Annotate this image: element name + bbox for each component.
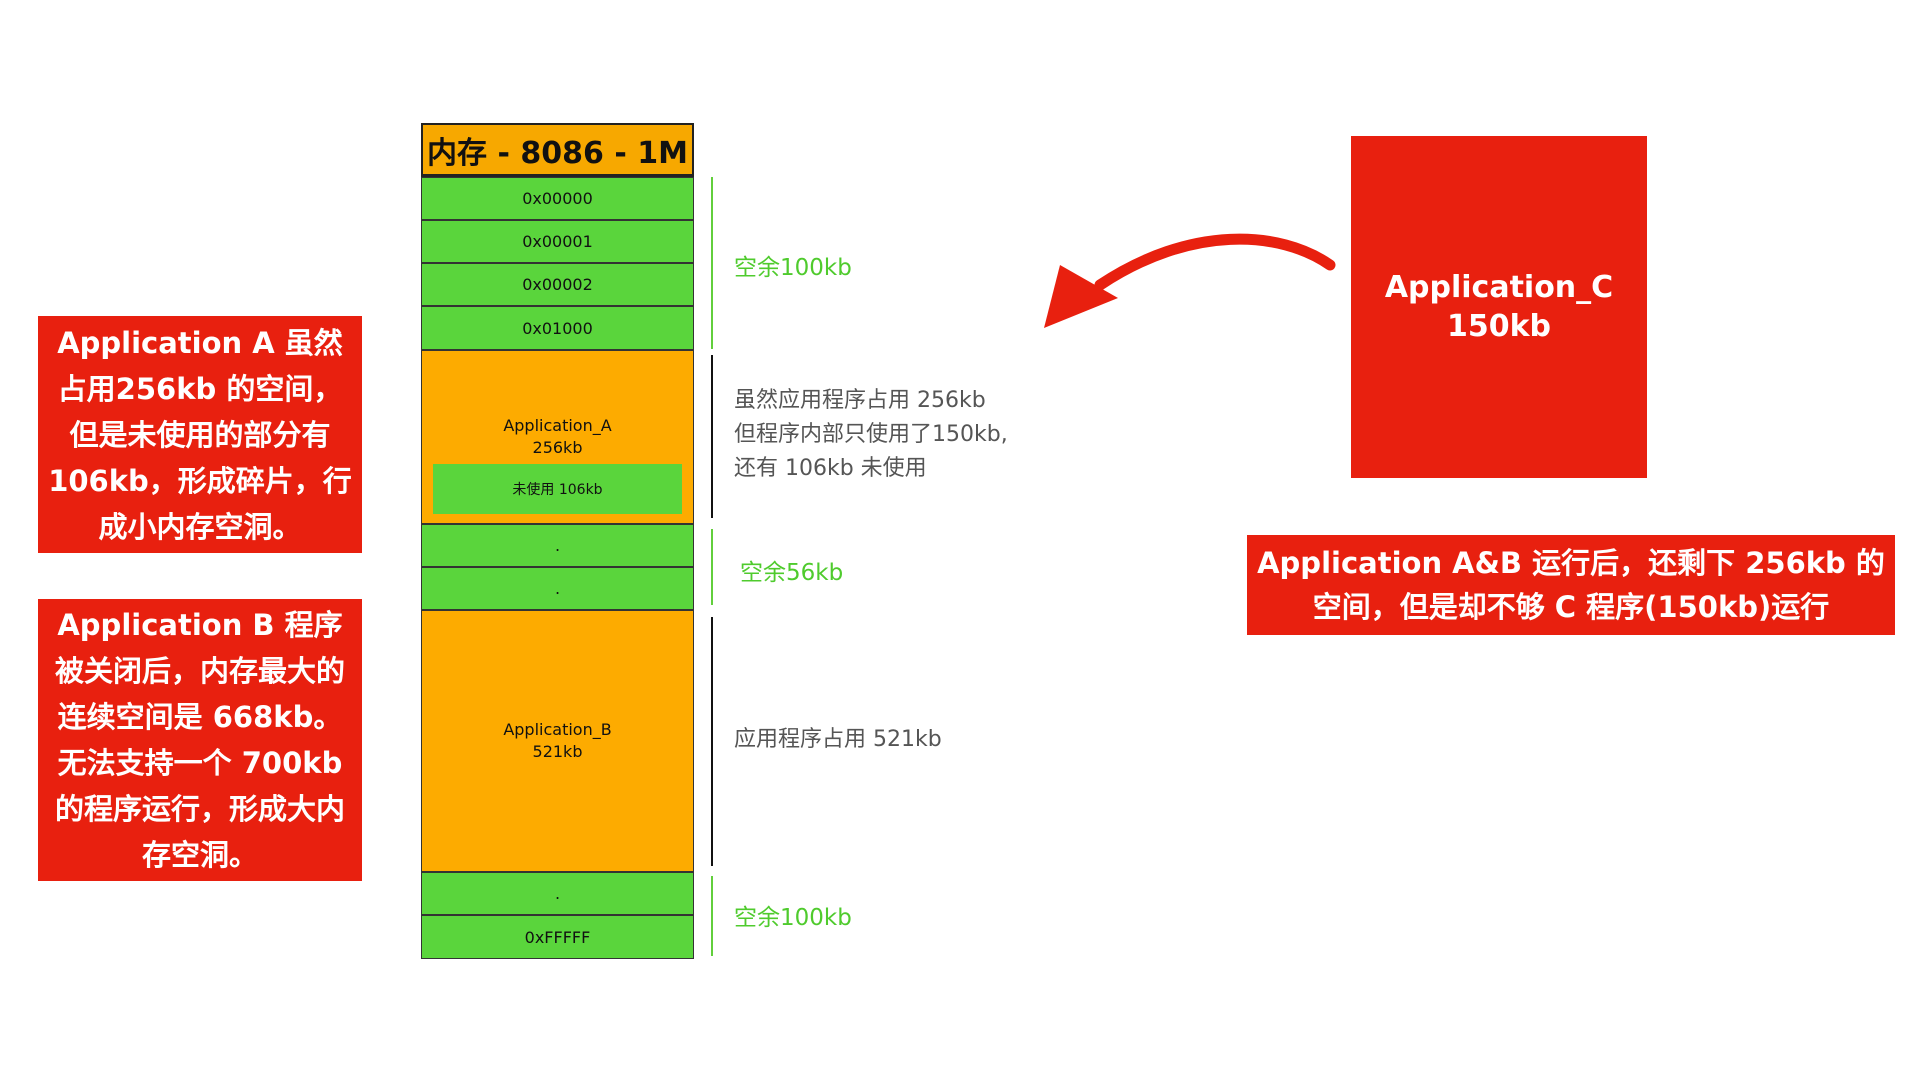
app-a-size: 256kb <box>532 438 583 457</box>
label-free-bottom: 空余100kb <box>734 905 852 931</box>
memory-block-app-b: Application_B 521kb <box>421 610 694 872</box>
bracket-free-bottom <box>711 876 713 956</box>
note-app-a-fragment: Application A 虽然占用256kb 的空间，但是未使用的部分有106… <box>38 316 362 553</box>
app-b-size: 521kb <box>532 742 583 761</box>
app-b-label: Application_B 521kb <box>503 719 611 763</box>
label-free-top: 空余100kb <box>734 255 852 281</box>
memory-cell-free-3: . <box>421 872 694 915</box>
address-label: 0x00000 <box>522 189 593 208</box>
note-app-c-insufficient: Application A&B 运行后，还剩下 256kb 的空间，但是却不够 … <box>1247 535 1895 635</box>
app-c-size: 150kb <box>1446 309 1552 344</box>
label-app-a: 虽然应用程序占用 256kb 但程序内部只使用了150kb, 还有 106kb … <box>734 384 1008 486</box>
bracket-free-mid <box>711 529 713 605</box>
memory-cell-free-2: . <box>421 567 694 610</box>
label-app-a-line3: 还有 106kb 未使用 <box>734 456 927 481</box>
memory-cell-addr-0: 0x00000 <box>421 177 694 220</box>
note-app-c-text: Application A&B 运行后，还剩下 256kb 的空间，但是却不够 … <box>1257 546 1885 624</box>
address-label: 0x00002 <box>522 275 593 294</box>
label-app-a-line2: 但程序内部只使用了150kb, <box>734 422 1008 447</box>
label-app-b: 应用程序占用 521kb <box>734 727 942 752</box>
label-app-a-line1: 虽然应用程序占用 256kb <box>734 388 986 413</box>
app-c-name: Application_C <box>1384 270 1614 305</box>
dot-label: . <box>554 536 561 555</box>
bracket-app-a <box>711 355 713 518</box>
address-label: 0x00001 <box>522 232 593 251</box>
memory-cell-addr-last: 0xFFFFF <box>421 915 694 959</box>
note-app-b-text: Application B 程序被关闭后，内存最大的连续空间是 668kb。无法… <box>54 608 345 872</box>
app-a-name: Application_A <box>503 416 612 435</box>
note-app-b-hole: Application B 程序被关闭后，内存最大的连续空间是 668kb。无法… <box>38 599 362 881</box>
dot-label: . <box>554 884 561 903</box>
app-a-unused-block: 未使用 106kb <box>433 464 682 514</box>
memory-cell-addr-2: 0x00002 <box>421 263 694 306</box>
bracket-free-top <box>711 177 713 349</box>
app-a-label: Application_A 256kb <box>503 415 611 459</box>
note-app-a-text: Application A 虽然占用256kb 的空间，但是未使用的部分有106… <box>48 325 352 544</box>
bracket-app-b <box>711 617 713 866</box>
memory-title: 内存 - 8086 - 1M <box>421 123 694 177</box>
memory-cell-addr-3: 0x01000 <box>421 306 694 350</box>
address-label: 0xFFFFF <box>524 927 591 947</box>
dot-label: . <box>554 579 561 598</box>
address-label: 0x01000 <box>522 318 593 338</box>
label-free-mid: 空余56kb <box>740 560 844 586</box>
curved-arrow-icon <box>1044 233 1336 328</box>
application-c-block: Application_C 150kb <box>1351 136 1647 478</box>
app-b-name: Application_B <box>503 720 612 739</box>
memory-cell-addr-1: 0x00001 <box>421 220 694 263</box>
memory-cell-free-1: . <box>421 524 694 567</box>
